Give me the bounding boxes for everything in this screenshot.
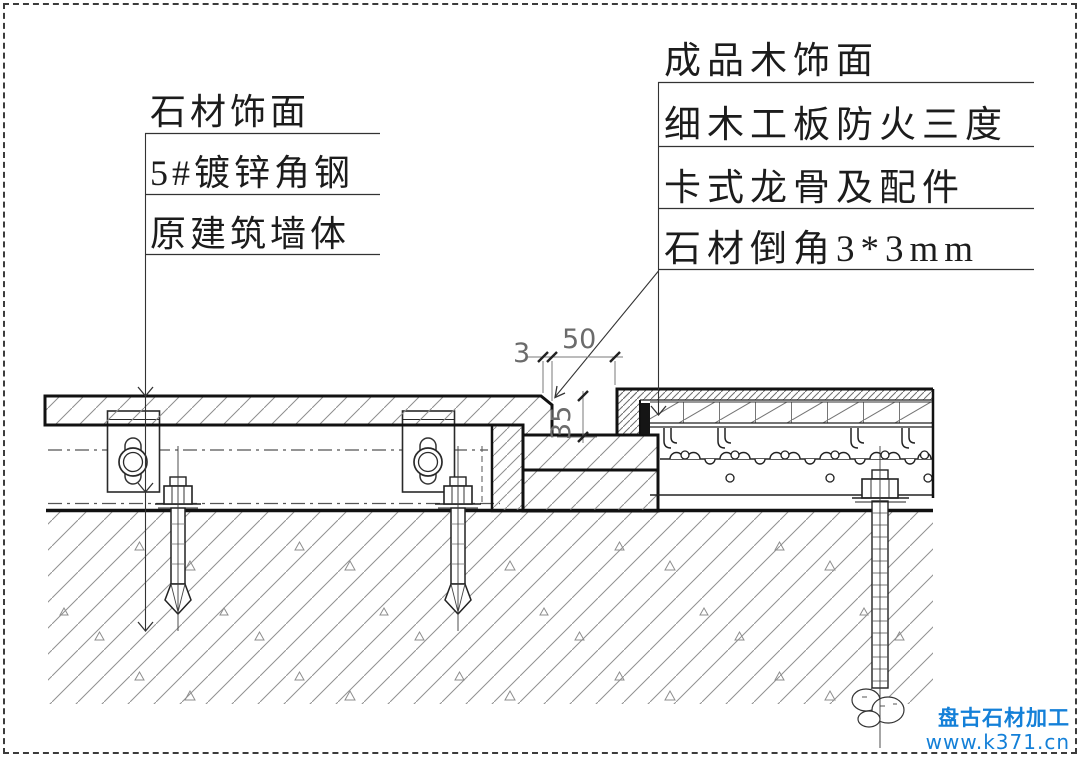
callout-angle-steel: 5#镀锌角钢	[150, 153, 355, 193]
edge-filler-bar	[641, 403, 650, 434]
watermark-brand: 盘古石材加工	[938, 707, 1070, 730]
stone-plinth	[521, 433, 660, 513]
watermark-site: www.k371.cn	[925, 729, 1070, 754]
dim-depth-35: 35	[546, 405, 577, 440]
wall-section	[46, 508, 933, 704]
dim-chamfer-3: 3	[513, 338, 531, 369]
watermark: 盘古石材加工 www.k371.cn	[926, 707, 1070, 753]
dim-groove-50: 50	[562, 324, 597, 355]
wood-veneer-face	[617, 389, 933, 400]
wood-panel-assembly	[615, 387, 935, 498]
keel-hangers	[663, 428, 916, 449]
callout-clip-keel: 卡式龙骨及配件	[664, 168, 965, 209]
blockboard-layer	[650, 402, 933, 423]
callout-wood-finish: 成品木饰面	[664, 41, 879, 82]
stone-return-strip	[490, 423, 525, 513]
clip-keel-profile	[650, 389, 935, 498]
anchor-bolt-right	[851, 446, 909, 748]
leader-lines	[137, 81, 1034, 633]
callout-original-wall: 原建筑墙体	[150, 214, 351, 254]
callout-blockboard-fireproof: 细木工板防火三度	[664, 105, 1008, 146]
callout-stone-chamfer: 石材倒角3*3mm	[664, 229, 980, 270]
dimension-lines	[528, 351, 623, 443]
callout-stone-veneer: 石材饰面	[150, 92, 311, 132]
